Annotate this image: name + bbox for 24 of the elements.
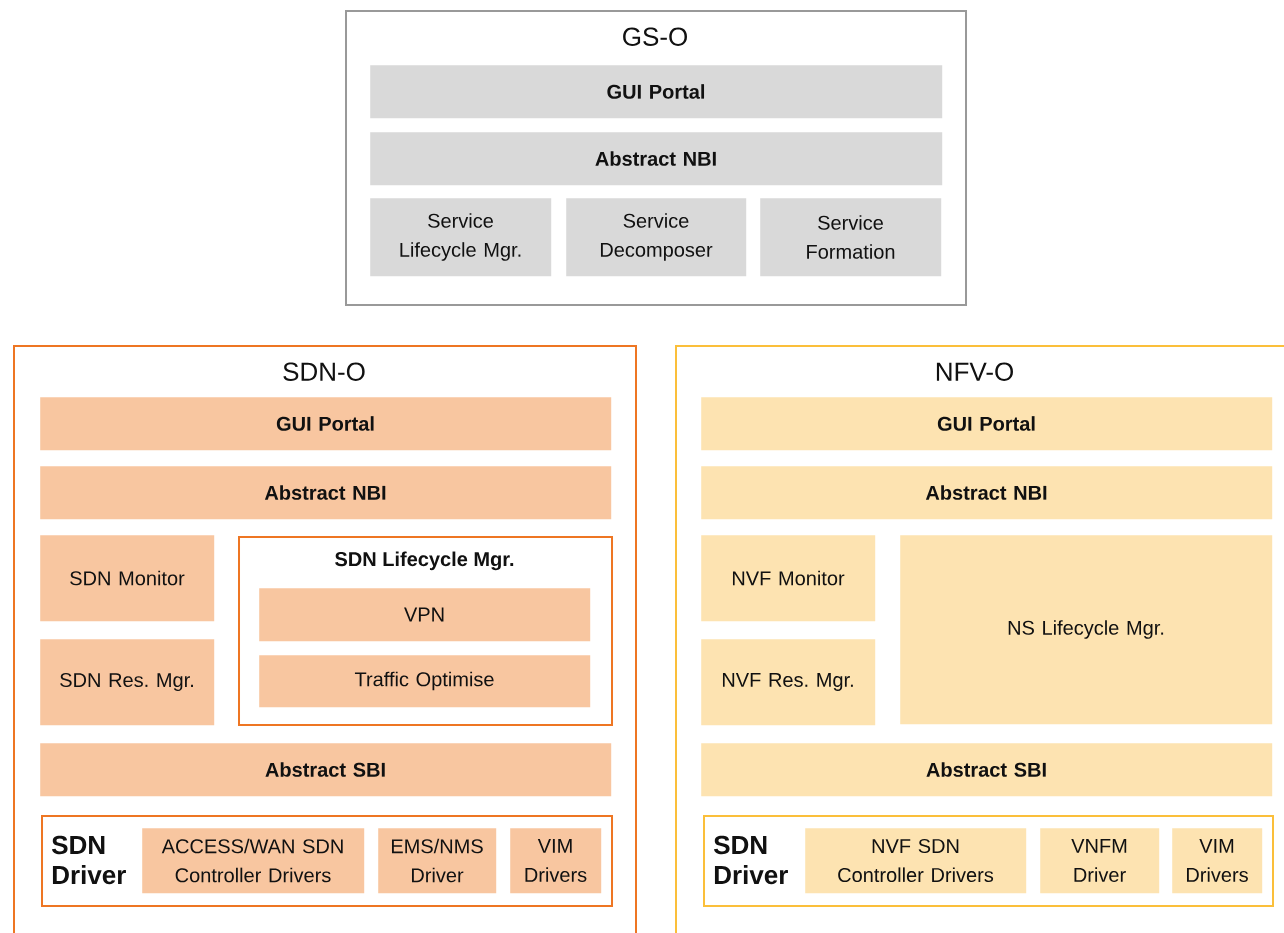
- module-box: ACCESS/WAN SDN Controller Drivers: [142, 828, 365, 894]
- module-box: Service Formation: [760, 198, 942, 277]
- layer-bar: Abstract NBI: [370, 132, 943, 186]
- module-box: Traffic Optimise: [259, 655, 591, 708]
- module-box: NS Lifecycle Mgr.: [900, 535, 1273, 725]
- module-box: VNFM Driver: [1040, 828, 1160, 894]
- module-box: NVF SDN Controller Drivers: [805, 828, 1027, 894]
- layer-bar: Abstract NBI: [701, 466, 1273, 520]
- module-box: VPN: [259, 588, 591, 642]
- layer-bar: Abstract SBI: [701, 743, 1273, 797]
- module-box: VIM Drivers: [510, 828, 602, 894]
- layer-bar: Abstract SBI: [40, 743, 612, 797]
- module-box: Service Lifecycle Mgr.: [370, 198, 552, 277]
- module-box: NVF Res. Mgr.: [701, 639, 876, 726]
- layer-bar: GUI Portal: [701, 397, 1273, 451]
- module-box: NVF Monitor: [701, 535, 876, 622]
- layer-bar: GUI Portal: [40, 397, 612, 451]
- layer-bar: Abstract NBI: [40, 466, 612, 520]
- module-box: Service Decomposer: [566, 198, 747, 277]
- module-box: SDN Monitor: [40, 535, 215, 622]
- layer-bar: GUI Portal: [370, 65, 943, 119]
- module-box: VIM Drivers: [1172, 828, 1263, 894]
- module-box: EMS/NMS Driver: [378, 828, 497, 894]
- module-box: SDN Res. Mgr.: [40, 639, 215, 726]
